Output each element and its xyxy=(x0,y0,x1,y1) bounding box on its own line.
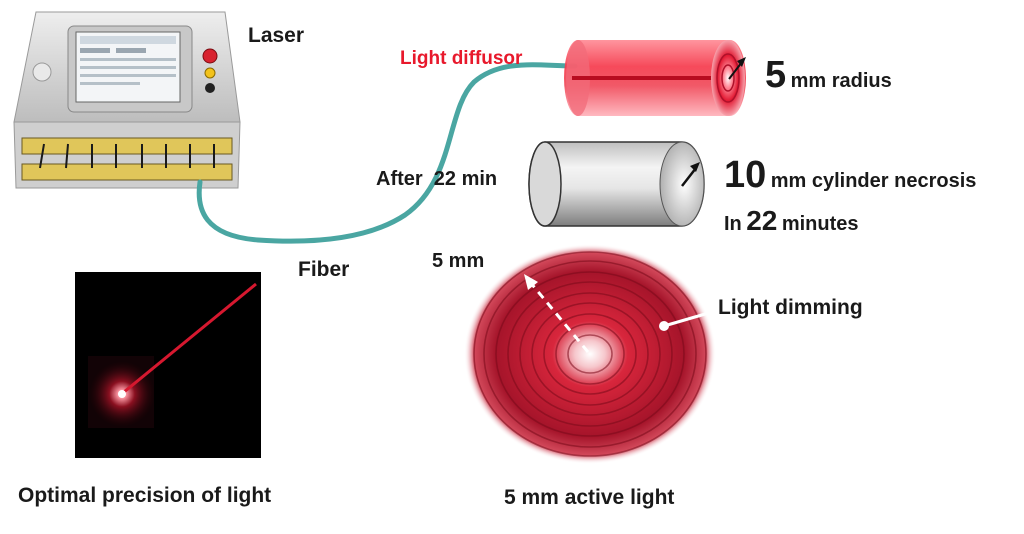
caption-active-light: 5 mm active light xyxy=(504,486,675,509)
five-mm-label: 5 mm xyxy=(432,250,485,272)
necrosis-cylinder xyxy=(528,141,705,227)
in-suffix: minutes xyxy=(781,213,859,235)
light-dimming-label: Light dimming xyxy=(718,296,863,319)
laser-device xyxy=(13,11,241,189)
after-time-label: After 22 min xyxy=(376,168,498,190)
radius-unit: mm radius xyxy=(790,70,892,92)
fiber-cable xyxy=(196,62,578,244)
necrosis-text: mm cylinder necrosis xyxy=(770,170,977,192)
caption-optimal-precision: Optimal precision of light xyxy=(18,484,272,507)
in-number: 22 xyxy=(746,205,778,236)
precision-photo xyxy=(75,272,261,458)
laser-label: Laser xyxy=(248,24,305,47)
light-diffusor-label: Light diffusor xyxy=(400,48,523,69)
necrosis-label: 10 mm cylinder necrosis xyxy=(724,154,976,197)
duration-label: In 22 minutes xyxy=(724,205,859,237)
radius-number: 5 xyxy=(765,54,787,96)
fiber-label: Fiber xyxy=(298,258,350,281)
active-light-glow xyxy=(464,244,716,464)
radius-label: 5 mm radius xyxy=(765,54,892,97)
diffusor-cylinder xyxy=(564,40,746,116)
in-prefix: In xyxy=(724,213,742,235)
necrosis-number: 10 xyxy=(724,154,767,196)
